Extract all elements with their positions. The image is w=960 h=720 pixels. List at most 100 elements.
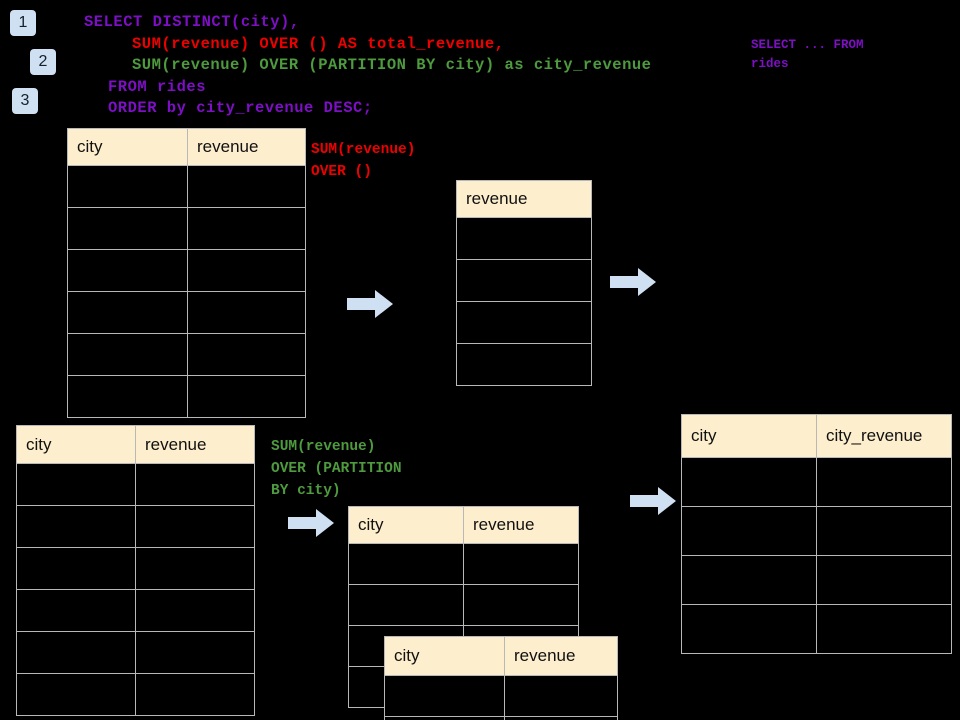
table-row <box>681 506 952 556</box>
step-badge-1: 1 <box>10 10 36 36</box>
column-header-revenue: revenue <box>456 180 592 218</box>
table-row <box>16 547 255 590</box>
column-header-city: city <box>67 128 188 166</box>
table-cell-revenue <box>187 291 306 334</box>
table-row <box>456 259 592 302</box>
table-cell-city <box>67 291 188 334</box>
table-cell-revenue <box>135 463 255 506</box>
column-header-city_revenue: city_revenue <box>816 414 952 458</box>
sum-over-empty-note-line-2: OVER () <box>311 164 372 180</box>
table-row <box>67 375 306 418</box>
table-cell-city <box>681 506 817 556</box>
column-header-city: city <box>681 414 817 458</box>
sum-over-partition-note: SUM(revenue) OVER (PARTITION BY city) <box>271 436 402 502</box>
table-cell-city <box>681 457 817 507</box>
table-cell-city <box>16 631 136 674</box>
step-badge-3: 3 <box>12 88 38 114</box>
arrow-source2-to-partition <box>288 508 334 538</box>
table-row <box>348 543 579 585</box>
table-cell-revenue <box>135 673 255 716</box>
table-row <box>681 555 952 605</box>
table-row <box>456 217 592 260</box>
table-cell-city <box>384 675 505 717</box>
sum-over-partition-note-line-2: OVER (PARTITION <box>271 461 402 477</box>
table-cell-revenue <box>187 249 306 292</box>
table-row <box>384 716 618 720</box>
table-row <box>67 333 306 376</box>
sql-line-2: SUM(revenue) OVER () AS total_revenue, <box>132 34 505 53</box>
table-cell-city <box>681 604 817 654</box>
table-cell-city <box>67 207 188 250</box>
table-cell-revenue <box>463 543 579 585</box>
table-cell-revenue <box>504 675 618 717</box>
table-cell-revenue <box>456 343 592 386</box>
column-header-revenue: revenue <box>463 506 579 544</box>
table-cell-city <box>67 165 188 208</box>
sum-over-partition-note-line-1: SUM(revenue) <box>271 439 376 455</box>
table-row <box>67 207 306 250</box>
step-badge-2: 2 <box>30 49 56 75</box>
table-cell-revenue <box>187 207 306 250</box>
table-row <box>16 505 255 548</box>
table-cell-city <box>384 716 505 720</box>
table-cell-city_revenue <box>816 555 952 605</box>
table-row <box>67 291 306 334</box>
table-cell-city <box>16 463 136 506</box>
column-header-revenue: revenue <box>187 128 306 166</box>
column-header-city: city <box>384 636 505 676</box>
arrow-right-icon <box>630 487 676 515</box>
arrow-right-icon <box>288 509 334 537</box>
table-cell-revenue <box>463 584 579 626</box>
table-cell-revenue <box>187 375 306 418</box>
table-cell-city <box>348 584 464 626</box>
table-cell-city <box>16 673 136 716</box>
table-row <box>16 463 255 506</box>
sql-line-1: SELECT DISTINCT(city), <box>84 13 300 31</box>
table-row <box>67 249 306 292</box>
select-from-rides-note-line-1: SELECT ... FROM <box>751 38 864 52</box>
table-row <box>16 631 255 674</box>
table-row <box>681 604 952 654</box>
table-cell-city <box>681 555 817 605</box>
column-header-revenue: revenue <box>135 425 255 464</box>
table-cell-city_revenue <box>816 604 952 654</box>
table-row <box>67 165 306 208</box>
table-row <box>16 589 255 632</box>
table-cell-city <box>16 589 136 632</box>
table-row <box>16 673 255 716</box>
table-cell-city <box>348 543 464 585</box>
table-cell-city_revenue <box>816 506 952 556</box>
table-cell-revenue <box>504 716 618 720</box>
table-cell-city_revenue <box>816 457 952 507</box>
column-header-city: city <box>16 425 136 464</box>
table-cell-revenue <box>135 547 255 590</box>
table-row <box>456 301 592 344</box>
sql-line-3: SUM(revenue) OVER (PARTITION BY city) as… <box>132 56 652 74</box>
table-cell-revenue <box>135 505 255 548</box>
table-cell-city <box>67 375 188 418</box>
arrow-source-to-total <box>347 289 393 319</box>
table-row <box>384 675 618 717</box>
column-header-revenue: revenue <box>504 636 618 676</box>
sql-line-5: ORDER by city_revenue DESC; <box>108 99 373 117</box>
table-cell-revenue <box>187 165 306 208</box>
sum-over-empty-note: SUM(revenue) OVER () <box>311 139 415 183</box>
column-header-city: city <box>348 506 464 544</box>
sum-over-empty-note-line-1: SUM(revenue) <box>311 142 416 158</box>
sql-code: SELECT DISTINCT(city), SUM(revenue) OVER … <box>84 12 651 120</box>
table-cell-revenue <box>456 259 592 302</box>
sum-over-partition-note-line-3: BY city) <box>271 483 341 499</box>
table-row <box>681 457 952 507</box>
arrow-total-to-result <box>610 267 656 297</box>
